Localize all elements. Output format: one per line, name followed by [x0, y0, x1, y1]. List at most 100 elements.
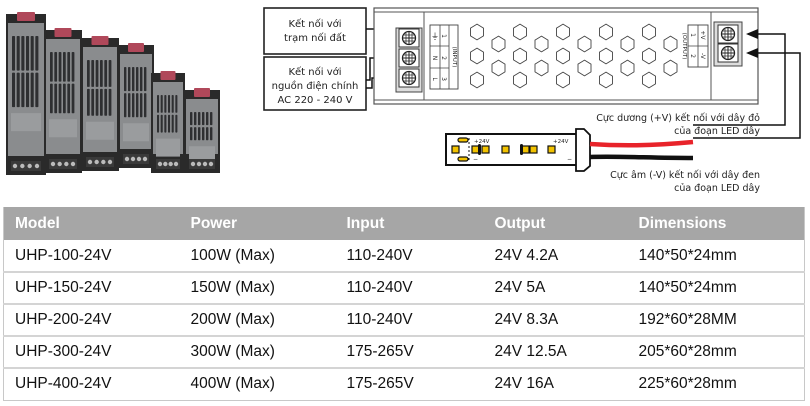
vent-hexagon	[642, 23, 656, 41]
cell-input: 110-240V	[335, 272, 484, 305]
cell-power: 200W (Max)	[179, 304, 336, 337]
negative-label-line-2: của đoạn LED dây	[674, 183, 760, 194]
ground-label-line-2: trạm nối đất	[284, 32, 346, 44]
screw-terminal-icon	[398, 48, 420, 68]
output-terminal-block	[713, 21, 743, 67]
output-pin-1-num: 1	[689, 33, 696, 37]
positive-output-wire	[693, 33, 786, 126]
vent-hexagon	[513, 71, 527, 89]
screw-terminal-icon	[717, 24, 739, 44]
cell-dimensions: 192*60*28MM	[627, 304, 805, 337]
strip-minus-right: −	[567, 156, 572, 163]
led-chip	[471, 145, 480, 154]
negative-output-wire	[693, 52, 801, 139]
led-chip	[501, 145, 510, 154]
mains-label-box	[263, 56, 367, 111]
table-row: UHP-300-24V 300W (Max) 175-265V 24V 12.5…	[3, 336, 805, 369]
black-wire	[589, 154, 694, 161]
vent-hexagon	[534, 35, 549, 53]
psu-unit	[6, 12, 46, 175]
output-pin-1-name: +V	[699, 30, 706, 40]
screw-terminal-icon	[398, 68, 420, 88]
negative-label-line-1: Cực âm (-V) kết nối với dây đen	[610, 170, 760, 181]
arrow-icon	[746, 48, 758, 58]
output-pin-2-num: 2	[689, 54, 696, 58]
table-row: UHP-200-24V 200W (Max) 110-240V 24V 8.3A…	[3, 304, 805, 337]
input-pin-1-num: 1	[440, 34, 447, 38]
input-pin-2-name: N	[431, 56, 438, 61]
strip-voltage-right: +24V	[553, 139, 569, 145]
ground-label-line-1: Kết nối với	[288, 18, 341, 30]
vent-hexagon	[470, 23, 484, 41]
input-pin-2-num: 2	[440, 56, 447, 60]
mains-label-line-2: nguồn điện chính	[272, 80, 359, 92]
cell-power: 400W (Max)	[179, 368, 336, 401]
vent-hexagon	[642, 47, 656, 65]
vent-hexagon	[491, 35, 506, 53]
input-pin-1-symbol: ⏚	[431, 32, 439, 41]
vent-hexagon	[620, 59, 635, 77]
cell-output: 24V 12.5A	[483, 336, 628, 369]
cell-output: 24V 4.2A	[483, 240, 628, 273]
led-chip	[451, 145, 460, 154]
input-pin-3-num: 3	[440, 77, 447, 81]
mains-label-line-3: AC 220 - 240 V	[278, 95, 353, 106]
vent-hexagon	[556, 71, 570, 89]
vent-hexagon	[577, 35, 592, 53]
vent-hexagon	[642, 71, 656, 89]
wiring-diagram: Kết nối với trạm nối đất Kết nối với ngu…	[263, 7, 801, 194]
vent-hexagon	[513, 23, 527, 41]
header-dimensions: Dimensions	[627, 207, 805, 240]
vent-hexagon	[599, 71, 613, 89]
cell-model: UHP-200-24V	[3, 304, 180, 337]
input-label: (INPUT)	[451, 47, 457, 68]
cell-input: 175-265V	[335, 336, 484, 369]
led-chip	[481, 145, 490, 154]
vent-hexagon	[556, 23, 570, 41]
psu-unit	[184, 88, 220, 173]
header-model: Model	[3, 207, 180, 240]
strip-voltage-left: +24V	[474, 139, 490, 145]
table-row: UHP-100-24V 100W (Max) 110-240V 24V 4.2A…	[3, 240, 805, 273]
strip-connector	[575, 128, 591, 172]
vent-hexagon	[470, 71, 484, 89]
screw-terminal-icon	[717, 43, 739, 63]
vent-hexagon	[577, 59, 592, 77]
vent-hexagon	[620, 35, 635, 53]
cell-power: 300W (Max)	[179, 336, 336, 369]
table-row: UHP-400-24V 400W (Max) 175-265V 24V 16A …	[3, 368, 805, 401]
screw-terminal-icon	[398, 28, 420, 48]
arrow-icon	[746, 29, 758, 39]
output-pin-2-name: -V	[699, 53, 706, 60]
cell-input: 110-240V	[335, 304, 484, 337]
cell-output: 24V 8.3A	[483, 304, 628, 337]
product-photo	[6, 12, 220, 175]
positive-label-line-1: Cực dương (+V) kết nối với dây đỏ	[596, 113, 760, 124]
vent-hexagon	[470, 47, 484, 65]
cell-dimensions: 140*50*24mm	[627, 272, 805, 305]
led-chip	[529, 145, 538, 154]
mains-label-line-1: Kết nối với	[288, 66, 341, 78]
header-input: Input	[335, 207, 484, 240]
solder-pad	[457, 156, 469, 162]
strip-minus-left: −	[473, 156, 478, 163]
cell-power: 100W (Max)	[179, 240, 336, 273]
input-terminal-block	[395, 27, 423, 93]
solder-pad	[457, 137, 469, 143]
vent-hexagon	[663, 35, 678, 53]
header-power: Power	[179, 207, 336, 240]
psu-unit	[44, 28, 82, 173]
input-pin-3-name: L	[431, 77, 438, 81]
vent-hexagon	[491, 59, 506, 77]
resistor	[520, 144, 523, 155]
resistor	[478, 144, 481, 155]
output-pin-table: 1 2 +V -V (OUTPUT)	[681, 24, 709, 68]
header-output: Output	[483, 207, 628, 240]
table-header-row: Model Power Input Output Dimensions	[3, 207, 805, 240]
cell-model: UHP-150-24V	[3, 272, 180, 305]
cell-output: 24V 5A	[483, 272, 628, 305]
vent-hexagon	[663, 59, 678, 77]
psu-unit	[81, 36, 119, 171]
vent-hexagon	[599, 47, 613, 65]
cell-dimensions: 205*60*28mm	[627, 336, 805, 369]
